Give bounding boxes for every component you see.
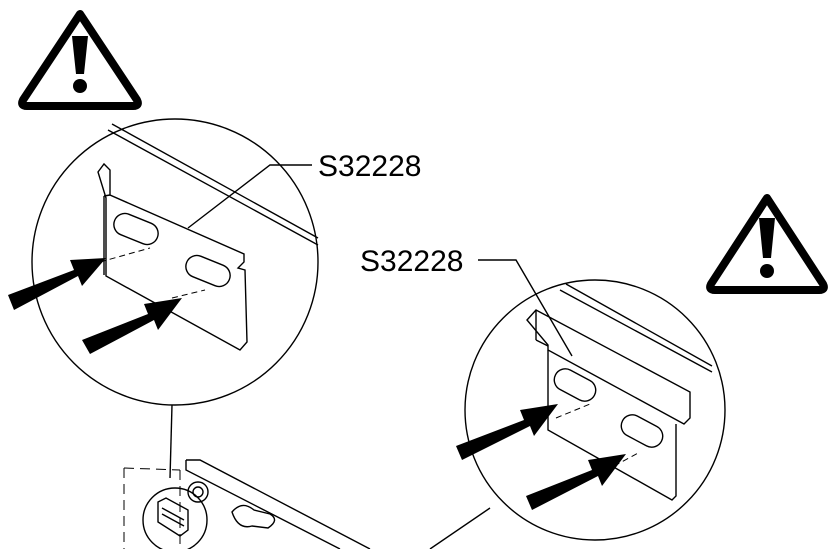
part-number-label-right: S32228 bbox=[360, 245, 463, 278]
cabinet-assembly bbox=[123, 459, 371, 549]
part-number-label-top: S32228 bbox=[318, 150, 421, 183]
push-arrow-icon bbox=[456, 404, 558, 460]
warning-icon-top-left bbox=[18, 10, 142, 110]
leader-line-right bbox=[478, 259, 573, 357]
connector-line-right bbox=[429, 507, 491, 549]
push-arrow-icon bbox=[82, 298, 182, 354]
warning-icon-right bbox=[706, 194, 828, 294]
leader-line-top bbox=[187, 164, 312, 229]
connector-line-top bbox=[169, 404, 173, 479]
detail-circle-top bbox=[31, 118, 319, 406]
push-arrow-icon bbox=[8, 258, 106, 310]
detail-circle-right bbox=[464, 279, 726, 541]
push-arrow-icon bbox=[526, 454, 626, 510]
